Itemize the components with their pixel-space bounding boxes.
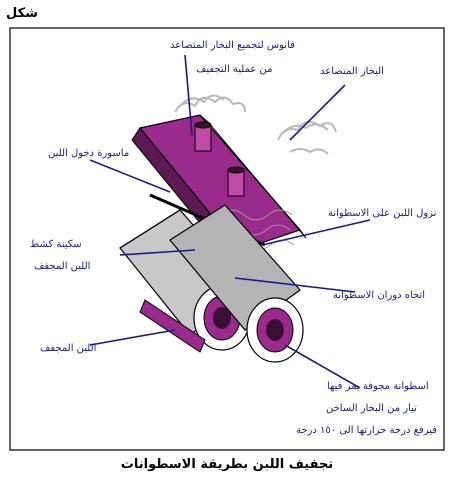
label-hollow-cylinder-line-2: تيار من البخار الساخن [326,403,417,414]
figure-frame [9,27,445,451]
figure-caption: تجفيف اللبن بطريقة الاسطوانات [120,457,334,472]
label-milk-descent: نزول اللبن على الاسطوانة [328,208,437,219]
label-hollow-cylinder-line-3: فيرفع درجة حرارتها الى ١٥٠ درجة [296,425,438,436]
label-dried-milk: اللبن المجفف [40,343,97,354]
figure-word: شكل [6,6,38,21]
label-rising-steam: البخار المتصاعد [320,66,384,77]
leader-lines [89,54,371,389]
label-hood-line-2: من عملية التجفيف [196,64,273,75]
label-scraper-line-1: سكينة كشط [30,239,82,250]
label-rotation: اتجاه دوران الاسطوانة [333,290,426,301]
label-scraper-line-2: اللبن المجفف [34,261,91,272]
label-hollow-cylinder-line-1: اسطوانة مجوفة يمر فيها [327,381,429,392]
right-cylinder [169,204,304,363]
label-inlet-pipe: ماسورة دخول اللبن [48,148,130,159]
label-hood-line-1: فانوس لتجميع البخار المتصاعد [170,40,295,51]
dried-milk-sheet [139,299,206,353]
